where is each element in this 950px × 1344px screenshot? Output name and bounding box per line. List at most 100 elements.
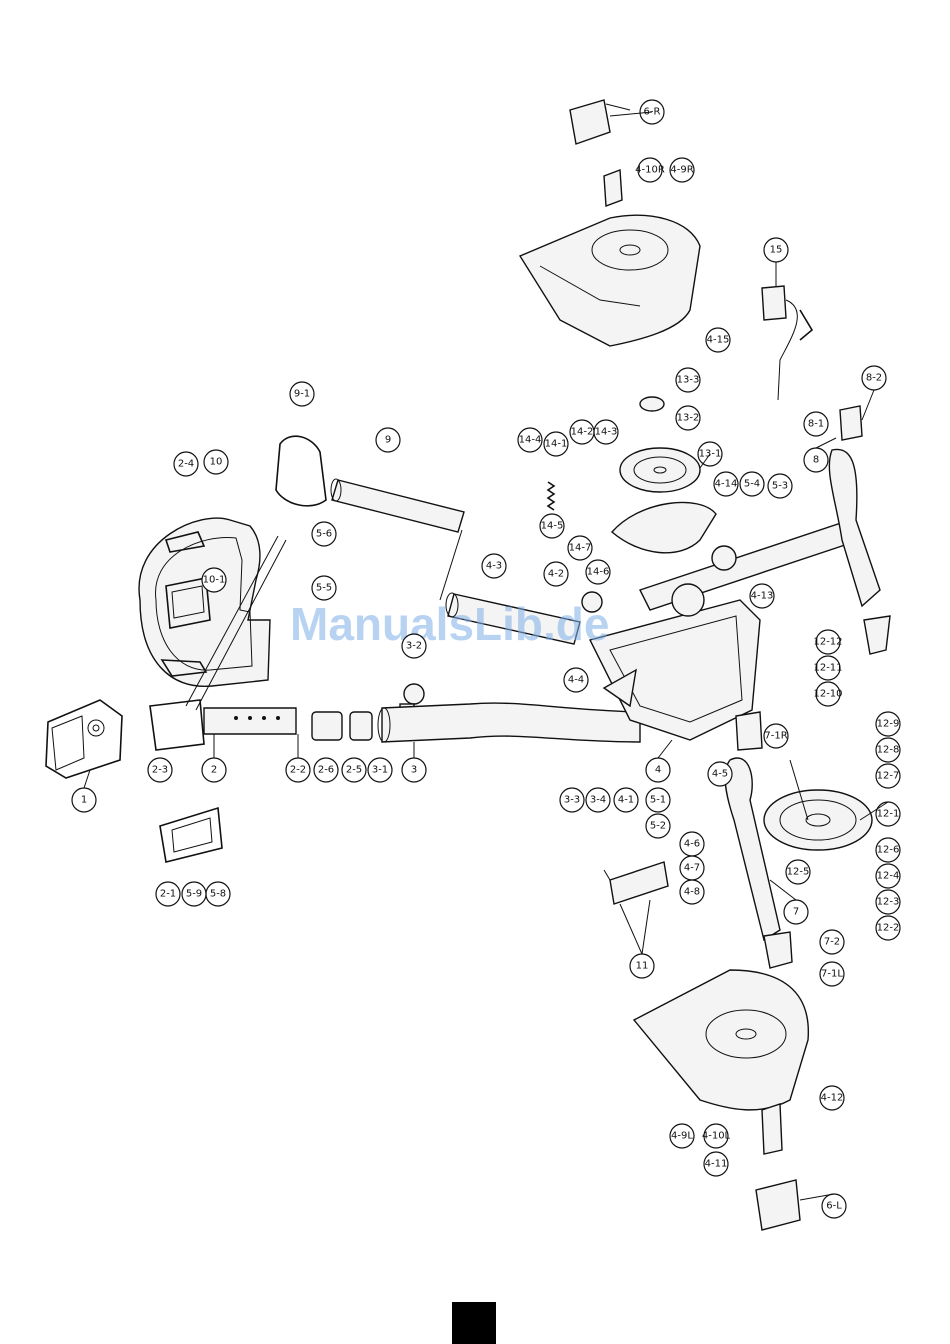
- rear-stabilizer-part: [828, 405, 891, 655]
- callout-1: 1: [71, 787, 97, 813]
- svg-text:4-13: 4-13: [751, 591, 774, 602]
- svg-text:12-5: 12-5: [787, 867, 810, 878]
- callout-4-1: 4-1: [613, 787, 639, 813]
- svg-text:15: 15: [770, 245, 783, 256]
- callout-15: 15: [763, 237, 789, 263]
- svg-text:6-L: 6-L: [826, 1201, 842, 1212]
- svg-text:9-1: 9-1: [294, 389, 310, 400]
- svg-text:2-2: 2-2: [290, 765, 306, 776]
- callout-5-8: 5-8: [205, 881, 231, 907]
- watermark-text: ManualsLib.de: [290, 598, 609, 650]
- svg-text:4-10R: 4-10R: [635, 165, 665, 176]
- flywheel-part: [763, 759, 873, 851]
- callout-14-2: 14-2: [569, 419, 595, 445]
- pedal-left-part: [755, 1179, 801, 1231]
- callout-10: 10: [203, 449, 229, 475]
- svg-text:5-1: 5-1: [650, 795, 666, 806]
- svg-text:5-9: 5-9: [186, 889, 202, 900]
- svg-text:3-4: 3-4: [590, 795, 606, 806]
- svg-text:8-1: 8-1: [808, 419, 824, 430]
- callout-2-1: 2-1: [155, 881, 181, 907]
- callout-4-10L: 4-10L: [702, 1123, 731, 1149]
- svg-text:5-2: 5-2: [650, 821, 666, 832]
- svg-text:4-4: 4-4: [568, 675, 584, 686]
- callout-4-11: 4-11: [703, 1151, 729, 1177]
- callout-12-12: 12-12: [813, 629, 843, 655]
- svg-text:4-1: 4-1: [618, 795, 634, 806]
- svg-text:4: 4: [655, 765, 661, 776]
- svg-text:12-6: 12-6: [877, 845, 900, 856]
- svg-text:7-1L: 7-1L: [821, 969, 843, 980]
- callout-14-3: 14-3: [593, 419, 619, 445]
- callout-5-2: 5-2: [645, 813, 671, 839]
- svg-text:8-2: 8-2: [866, 373, 882, 384]
- svg-text:3: 3: [411, 765, 417, 776]
- page-marker-block: [452, 1302, 496, 1344]
- callout-5-1: 5-1: [645, 787, 671, 813]
- callout-3-1: 3-1: [367, 757, 393, 783]
- callout-2-6: 2-6: [313, 757, 339, 783]
- svg-text:4-8: 4-8: [684, 887, 700, 898]
- svg-text:2-5: 2-5: [346, 765, 362, 776]
- svg-text:7-2: 7-2: [824, 937, 840, 948]
- svg-text:3-2: 3-2: [406, 641, 422, 652]
- callout-4-7: 4-7: [679, 855, 705, 881]
- callout-3-4: 3-4: [585, 787, 611, 813]
- front-stabilizer-part: [724, 711, 793, 969]
- svg-text:1: 1: [81, 795, 87, 806]
- svg-text:14-4: 14-4: [519, 435, 542, 446]
- svg-text:9: 9: [385, 435, 391, 446]
- handlebar-post-part: [149, 535, 297, 751]
- tension-spring-part: [546, 481, 556, 511]
- callout-12-3: 12-3: [875, 889, 901, 915]
- main-frame-part: [588, 519, 861, 741]
- pedal-right-part: [569, 99, 631, 145]
- svg-text:2: 2: [211, 765, 217, 776]
- svg-text:8: 8: [813, 455, 819, 466]
- svg-text:10: 10: [210, 457, 223, 468]
- callout-3-3: 3-3: [559, 787, 585, 813]
- svg-text:4-11: 4-11: [705, 1159, 728, 1170]
- callout-12-6: 12-6: [875, 837, 901, 863]
- bracket-part: [159, 806, 223, 863]
- svg-text:3-3: 3-3: [564, 795, 580, 806]
- callout-13-3: 13-3: [675, 367, 701, 393]
- callout-7-1R: 7-1R: [763, 723, 789, 749]
- svg-text:5-8: 5-8: [210, 889, 226, 900]
- callout-8-2: 8-2: [861, 365, 887, 391]
- handlebar-part: [138, 517, 271, 688]
- svg-text:12-2: 12-2: [877, 923, 900, 934]
- part-callouts: 1 2 2-1 2-2 2-3 2-4 2-5 2-6 3 3-1 3-2 3-…: [71, 99, 901, 1219]
- callout-5-4: 5-4: [739, 471, 765, 497]
- callout-12-10: 12-10: [813, 681, 843, 707]
- callout-5-9: 5-9: [181, 881, 207, 907]
- callout-10-1: 10-1: [201, 567, 227, 593]
- svg-text:4-5: 4-5: [712, 769, 728, 780]
- svg-text:4-14: 4-14: [715, 479, 738, 490]
- callout-14-5: 14-5: [539, 513, 565, 539]
- callout-14-6: 14-6: [585, 559, 611, 585]
- tension-knob-part: [602, 668, 637, 708]
- svg-text:5-3: 5-3: [772, 481, 788, 492]
- svg-text:2-1: 2-1: [160, 889, 176, 900]
- svg-text:12-1: 12-1: [877, 809, 900, 820]
- callout-2-5: 2-5: [341, 757, 367, 783]
- svg-text:4-10L: 4-10L: [702, 1131, 731, 1142]
- callout-4-14: 4-14: [713, 471, 739, 497]
- svg-text:4-15: 4-15: [707, 335, 730, 346]
- callout-4: 4: [645, 757, 671, 783]
- callout-2-2: 2-2: [285, 757, 311, 783]
- callout-12-2: 12-2: [875, 915, 901, 941]
- callout-9: 9: [375, 427, 401, 453]
- svg-text:14-6: 14-6: [587, 567, 610, 578]
- callout-11: 11: [629, 953, 655, 979]
- frame-tube-part: [377, 702, 641, 743]
- callout-2: 2: [201, 757, 227, 783]
- callout-5-5: 5-5: [311, 575, 337, 601]
- svg-text:14-2: 14-2: [571, 427, 594, 438]
- callout-4-15: 4-15: [705, 327, 731, 353]
- leader-lines: [83, 111, 889, 1201]
- svg-text:12-4: 12-4: [877, 871, 900, 882]
- svg-text:4-9L: 4-9L: [671, 1131, 693, 1142]
- svg-text:7: 7: [793, 907, 799, 918]
